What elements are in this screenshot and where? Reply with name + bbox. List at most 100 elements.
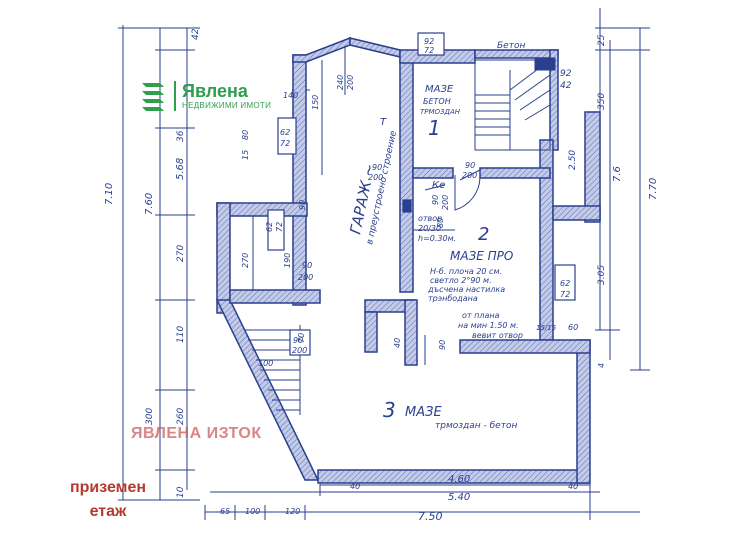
- window-boxes: [267, 32, 576, 356]
- floor-label: приземен етаж: [52, 476, 164, 524]
- dim-right-4: 4: [597, 363, 606, 368]
- opening-6-w: 90: [431, 195, 440, 205]
- opening-5-w: 90: [465, 161, 475, 170]
- dim-left-10: 10: [176, 486, 186, 498]
- dim-100: 100: [258, 359, 273, 368]
- dim-bottom-100: 100: [245, 507, 260, 516]
- dim-bottom-40a: 40: [350, 482, 360, 491]
- dim-190: 190: [283, 253, 292, 268]
- opening-11-w: 90: [438, 340, 447, 350]
- dim-right-25: 25: [597, 34, 607, 46]
- dim-left-36: 36: [176, 130, 186, 142]
- dim-70: 70: [297, 333, 306, 343]
- brand-stripes-icon: [142, 83, 164, 111]
- plan-note-1: от плана: [462, 311, 500, 320]
- dim-140: 140: [283, 91, 298, 100]
- opening-1-w: 92: [424, 37, 434, 46]
- opening-7-w: 62: [265, 222, 274, 232]
- label-otvor-2: 20/30: [418, 224, 441, 233]
- dim-left-total: 7.10: [104, 183, 115, 205]
- dim-bottom-65: 65: [220, 507, 230, 516]
- room1-line3: ТРМОЗДАН: [420, 108, 461, 116]
- logo-name: Явлена: [182, 81, 248, 101]
- brand-logo: Явлена НЕДВИЖИМИ ИМОТИ: [138, 76, 271, 116]
- floor-label-line2: етаж: [89, 503, 127, 520]
- room2-line4: трэнбодана: [428, 294, 478, 303]
- dim-left-42: 42: [191, 28, 201, 40]
- plan-note-3: вевит отвор: [472, 331, 523, 340]
- dim-left-260: 260: [176, 408, 186, 425]
- dim-left-270: 270: [176, 245, 186, 262]
- opening-8-w: 90: [302, 261, 312, 270]
- logo-separator: [174, 81, 176, 111]
- room3-subtitle: трмоздан - бетон: [435, 421, 517, 431]
- dim-90: 90: [298, 200, 307, 210]
- logo-subtitle: НЕДВИЖИМИ ИМОТИ: [182, 101, 272, 110]
- opening-8-h: 200: [298, 273, 313, 282]
- label-otvor-3: h=0.30м.: [418, 234, 456, 243]
- opening-6-h: 200: [441, 195, 450, 210]
- opening-7-h: 72: [275, 222, 284, 232]
- dim-left-300: 300: [145, 408, 155, 425]
- room1-line1: МАЗЕ: [425, 84, 454, 95]
- dim-right-770: 7.70: [648, 178, 659, 200]
- room-labels: МАЗЕ БЕТОН ТРМОЗДАН 1 ГАРАЖ ~ в преустро…: [346, 41, 556, 431]
- opening-3-h: 72: [280, 139, 290, 148]
- opening-5-h: 200: [462, 171, 477, 180]
- opening-4-h: 200: [368, 173, 383, 182]
- opening-2-w: 92: [560, 69, 572, 79]
- room1-line2: БЕТОН: [423, 97, 451, 106]
- dim-bottom-460: 4.60: [448, 474, 470, 485]
- opening-10-w: 90: [293, 336, 303, 345]
- opening-3-w: 62: [280, 128, 290, 137]
- opening-4-w: 90: [372, 163, 382, 172]
- opening-9-w: 62: [560, 279, 570, 288]
- room2-line1: Н-б. плоча 20 см.: [430, 267, 502, 276]
- room3-title: МАЗЕ: [405, 405, 442, 420]
- room1-number: 1: [428, 116, 441, 140]
- dim-right-760: 7.6: [612, 166, 623, 182]
- stairs-top: [474, 57, 556, 151]
- room3-number: 3: [383, 398, 396, 422]
- opening-10-h: 200: [292, 346, 307, 355]
- room2-line2: светло 2°90 м.: [430, 276, 492, 285]
- dim-270: 270: [241, 253, 250, 268]
- floor-label-line1: приземен: [69, 479, 147, 496]
- dim-bottom-540: 5.40: [448, 492, 470, 503]
- dim-right-60: 60: [568, 323, 578, 332]
- dim-200: 200: [346, 75, 355, 90]
- dimension-lines: [118, 8, 650, 520]
- dim-80: 80: [241, 130, 250, 140]
- plan-note-2: на мин 1.50 м.: [458, 321, 519, 330]
- label-otvor-1: отвор: [418, 214, 442, 223]
- label-ke: Ке: [432, 180, 445, 191]
- dim-150: 150: [311, 95, 320, 110]
- opening-9-h: 72: [560, 290, 570, 299]
- dimension-labels: 7.10 7.60 5.68 36 42 270 110 260 300 10 …: [104, 28, 659, 523]
- room2-line3: дъсчена настилка: [427, 285, 505, 294]
- dim-left-568: 5.68: [175, 158, 186, 180]
- door-swings: [424, 169, 481, 211]
- plan-note-frac: 15/15: [536, 324, 557, 332]
- dim-40: 40: [393, 338, 402, 348]
- dim-15: 15: [241, 150, 250, 160]
- dim-right-250: 2.50: [568, 150, 578, 170]
- opening-2-h: 42: [560, 81, 572, 91]
- room2-title: МАЗЕ ПРО: [450, 249, 513, 263]
- label-beton: Бетон: [497, 41, 525, 51]
- dim-bottom-40b: 40: [568, 482, 578, 491]
- label-tt: Т: [380, 117, 387, 128]
- opening-sizes: 92 72 92 42 62 72 90 200 90 200 90 200 6…: [265, 37, 572, 355]
- dim-right-350: 350: [597, 93, 607, 110]
- dim-left-110: 110: [176, 326, 186, 343]
- dim-right-305: 3.05: [597, 265, 607, 285]
- dim-240: 240: [336, 75, 345, 90]
- dim-left-mid: 7.60: [144, 193, 155, 215]
- opening-1-h: 72: [424, 46, 434, 55]
- room2-number: 2: [478, 224, 489, 245]
- dim-80b: 80: [436, 218, 445, 228]
- dim-bottom-750: 7.50: [418, 510, 443, 523]
- watermark-text: ЯВЛЕНА ИЗТОК: [131, 425, 262, 442]
- dim-bottom-120: 120: [285, 507, 300, 516]
